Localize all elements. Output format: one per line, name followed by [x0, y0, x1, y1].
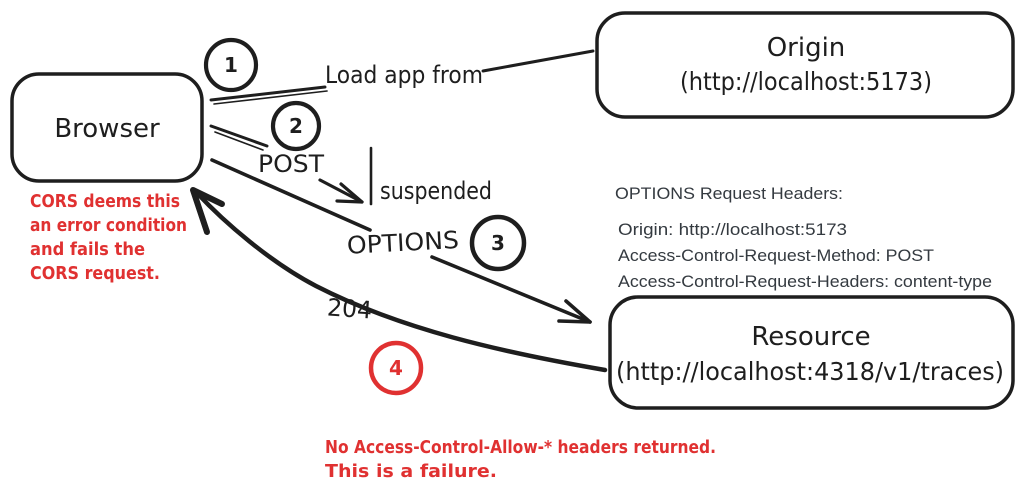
step-2-circle: [270, 100, 322, 152]
suspended-arrow-shaft: [318, 178, 364, 204]
resource-box: [608, 295, 1015, 410]
step-2-number: 2: [289, 114, 303, 138]
origin-node: Origin (http://localhost:5173): [595, 11, 1015, 119]
resource-url-label: (http://localhost:4318/v1/traces): [616, 357, 1004, 386]
cors-error-line-3: and fails the: [30, 239, 145, 260]
step-4-badge: 4: [368, 340, 424, 396]
step-1-number: 1: [224, 53, 238, 77]
step-3-badge: 3: [469, 214, 527, 272]
options-line-upper: [210, 158, 372, 232]
request-header-method: Access-Control-Request-Method: POST: [618, 246, 934, 265]
step-2-badge: 2: [270, 100, 322, 152]
load-app-line-right: [481, 49, 595, 73]
step-1-badge: 1: [203, 37, 259, 93]
options-edge: OPTIONS: [210, 158, 592, 324]
step-3-number: 3: [491, 231, 505, 255]
browser-box: [10, 72, 204, 183]
options-line-lower: [430, 255, 592, 324]
cors-error-note: CORS deems this an error condition and f…: [30, 191, 187, 284]
post-label: POST: [258, 150, 324, 178]
origin-url-label: (http://localhost:5173): [680, 67, 932, 96]
status-204-label: 204: [326, 293, 373, 324]
request-headers-block: OPTIONS Request Headers: Origin: http://…: [615, 184, 992, 291]
request-headers-title: OPTIONS Request Headers:: [615, 184, 843, 203]
origin-box: [595, 11, 1015, 119]
cors-error-line-1: CORS deems this: [30, 191, 180, 212]
options-label: OPTIONS: [346, 226, 459, 260]
step-3-circle: [469, 214, 527, 272]
cors-error-line-4: CORS request.: [30, 263, 160, 284]
resource-node: Resource (http://localhost:4318/v1/trace…: [608, 295, 1015, 410]
response-arrowhead: [190, 187, 225, 235]
response-curve: [194, 190, 608, 373]
post-line-echo: [214, 131, 264, 151]
request-header-origin: Origin: http://localhost:5173: [618, 220, 847, 239]
load-app-edge: Load app from: [209, 49, 595, 105]
post-edge: POST: [209, 124, 324, 178]
step-1-circle: [203, 37, 259, 93]
step-4-number: 4: [389, 356, 403, 380]
browser-node: Browser: [10, 72, 204, 183]
suspended-marker: suspended: [318, 146, 492, 206]
request-header-headers: Access-Control-Request-Headers: content-…: [618, 272, 992, 291]
failure-line-2: This is a failure.: [325, 461, 497, 482]
response-edge: 204: [190, 187, 608, 373]
load-app-line-echo: [213, 90, 328, 105]
load-app-line: [209, 85, 327, 102]
browser-label: Browser: [54, 114, 160, 144]
origin-label: Origin: [767, 33, 846, 63]
failure-note: No Access-Control-Allow-* headers return…: [325, 437, 716, 482]
step-4-circle: [368, 340, 424, 396]
resource-label: Resource: [751, 322, 870, 352]
options-arrowhead: [557, 299, 592, 324]
cors-error-line-2: an error condition: [30, 215, 187, 236]
post-line: [209, 124, 269, 148]
suspended-label: suspended: [380, 177, 492, 205]
load-app-label: Load app from: [325, 61, 483, 89]
suspended-arrowhead: [335, 182, 364, 204]
failure-line-1: No Access-Control-Allow-* headers return…: [325, 437, 716, 458]
